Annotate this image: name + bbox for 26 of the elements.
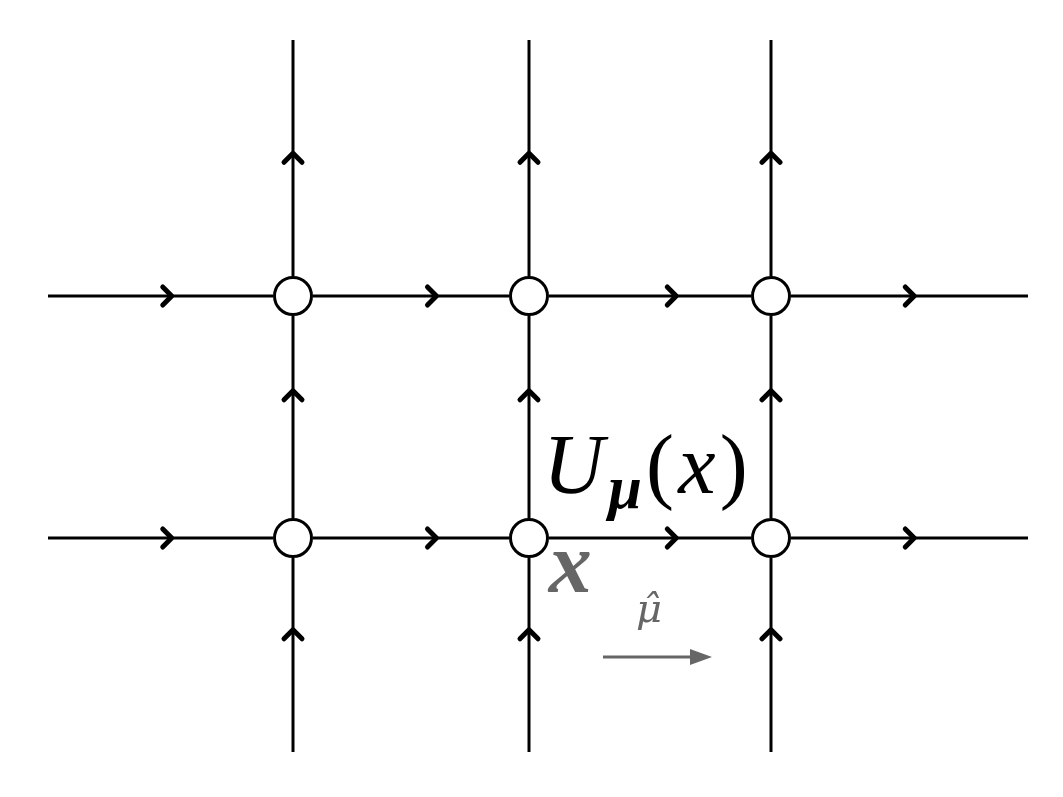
lattice-link-arrow [791,284,1028,308]
lattice-link-arrow [759,316,783,518]
link-variable-label: U$_{μ}$(x) [542,417,753,519]
lattice-link-arrow [517,316,541,518]
lattice-link-arrow [313,526,509,550]
lattice-link-arrow [759,558,783,752]
lattice-link-arrow [313,284,509,308]
lattice-site-circle [751,276,791,316]
lattice-link-arrow [791,526,1028,550]
lattice-link-arrow [48,526,273,550]
lattice-link-arrow [549,526,751,550]
lattice-link-arrow [549,284,751,308]
direction-label: μ̂ [635,584,663,633]
site-label: x [547,529,593,598]
lattice-site-circle [273,518,313,558]
lattice-site-circle [509,276,549,316]
lattice-link-arrow [281,40,305,276]
lattice-link-arrow [517,40,541,276]
lattice-site-circle [509,518,549,558]
lattice-link-arrow [281,316,305,518]
lattice-link-arrow [48,284,273,308]
lattice-link-arrow [281,558,305,752]
lattice-link-arrow [517,558,541,752]
lattice-site-circle [273,276,313,316]
lattice-link-arrow [759,40,783,276]
lattice-site-circle [751,518,791,558]
